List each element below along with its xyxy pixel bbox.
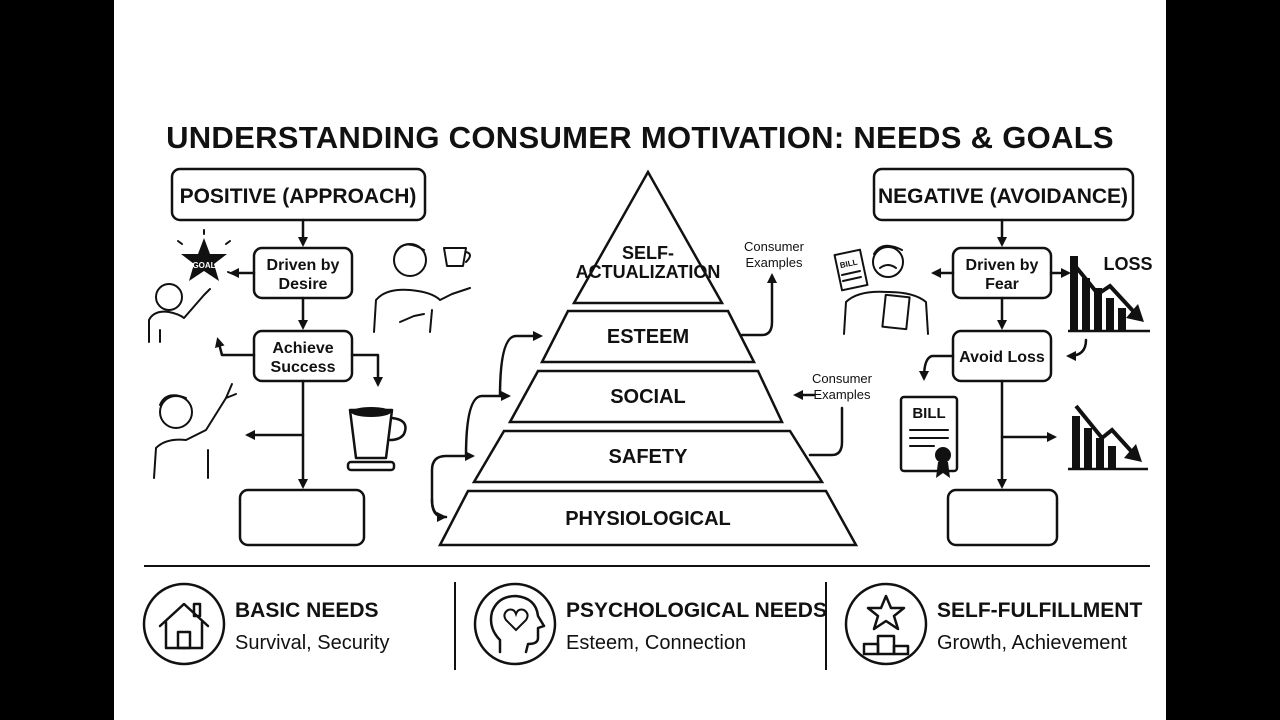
loss-label: LOSS: [1103, 254, 1152, 274]
avoid-loss-label: Avoid Loss: [959, 349, 1045, 366]
driven-by-fear-line2: Fear: [985, 276, 1019, 293]
psychological-needs-sub: Esteem, Connection: [566, 632, 746, 654]
achieve-success-line2: Success: [271, 359, 336, 376]
declining-chart-icon: [1068, 404, 1148, 471]
consumer-examples-mid-line1: Consumer: [812, 371, 873, 386]
worried-person-bill-icon: BILL: [833, 244, 929, 335]
basic-needs-heading: BASIC NEEDS: [235, 599, 379, 622]
tier-label-actualization: ACTUALIZATION: [576, 262, 721, 282]
coffee-cup-icon: [346, 407, 407, 472]
driven-by-desire-line2: Desire: [279, 276, 328, 293]
head-heart-icon: [489, 594, 546, 654]
negative-column: NEGATIVE (AVOIDANCE) Driven by Fear Avoi…: [833, 167, 1153, 547]
self-fulfillment-sub: Growth, Achievement: [937, 632, 1128, 654]
tier-social: [507, 369, 784, 424]
positive-header: POSITIVE (APPROACH): [180, 185, 417, 208]
driven-by-desire-line1: Driven by: [267, 257, 340, 274]
self-fulfillment-heading: SELF-FULFILLMENT: [937, 599, 1142, 622]
positive-outcome-box: [238, 488, 366, 547]
diagram-canvas: UNDERSTANDING CONSUMER MOTIVATION: NEEDS…: [114, 0, 1166, 720]
tier-label-social: SOCIAL: [610, 386, 686, 408]
page-title: UNDERSTANDING CONSUMER MOTIVATION: NEEDS…: [166, 120, 1114, 155]
negative-header-box: [872, 167, 1135, 222]
tier-label-physiological: PHYSIOLOGICAL: [565, 508, 731, 530]
motivation-diagram: UNDERSTANDING CONSUMER MOTIVATION: NEEDS…: [142, 120, 1153, 670]
consumer-examples-mid-line2: Examples: [813, 387, 871, 402]
needs-pyramid: SELF- ACTUALIZATION ESTEEM SOCIAL SAFETY…: [430, 169, 873, 547]
goal-star-icon: GOAL: [177, 229, 234, 281]
basic-needs-sub: Survival, Security: [235, 632, 390, 654]
tier-self-actualization: [571, 169, 725, 305]
achieve-success-line1: Achieve: [272, 340, 333, 357]
basic-needs-block: BASIC NEEDS Survival, Security: [142, 582, 390, 666]
svg-text:GOAL: GOAL: [192, 261, 215, 270]
psychological-needs-block: PSYCHOLOGICAL NEEDS Esteem, Connection: [473, 582, 827, 666]
tier-safety: [471, 429, 825, 484]
tier-label-esteem: ESTEEM: [607, 326, 689, 348]
driven-by-fear-line1: Driven by: [966, 257, 1039, 274]
person-coffee-icon: [373, 243, 471, 333]
tier-physiological: [437, 489, 859, 547]
loss-chart-icon: LOSS: [1068, 254, 1153, 333]
star-podium-icon: [862, 594, 910, 656]
negative-header: NEGATIVE (AVOIDANCE): [878, 185, 1128, 208]
person-pointing-icon: [153, 383, 237, 479]
positive-header-box: [170, 167, 427, 222]
tier-label-safety: SAFETY: [609, 446, 689, 468]
house-icon: [158, 602, 210, 650]
consumer-examples-top-line2: Examples: [745, 255, 803, 270]
positive-column: POSITIVE (APPROACH) Driven by Desire Ach…: [148, 167, 471, 547]
consumer-examples-top-line1: Consumer: [744, 239, 805, 254]
tier-esteem: [539, 309, 757, 364]
svg-text:BILL: BILL: [912, 405, 945, 422]
tier-label-self: SELF-: [622, 243, 674, 263]
self-fulfillment-block: SELF-FULFILLMENT Growth, Achievement: [844, 582, 1142, 666]
psychological-needs-heading: PSYCHOLOGICAL NEEDS: [566, 599, 827, 622]
person-reaching-icon: [148, 283, 211, 343]
bill-document-icon: BILL: [899, 395, 959, 478]
svg-text:BILL: BILL: [839, 258, 858, 271]
negative-outcome-box: [946, 488, 1059, 547]
